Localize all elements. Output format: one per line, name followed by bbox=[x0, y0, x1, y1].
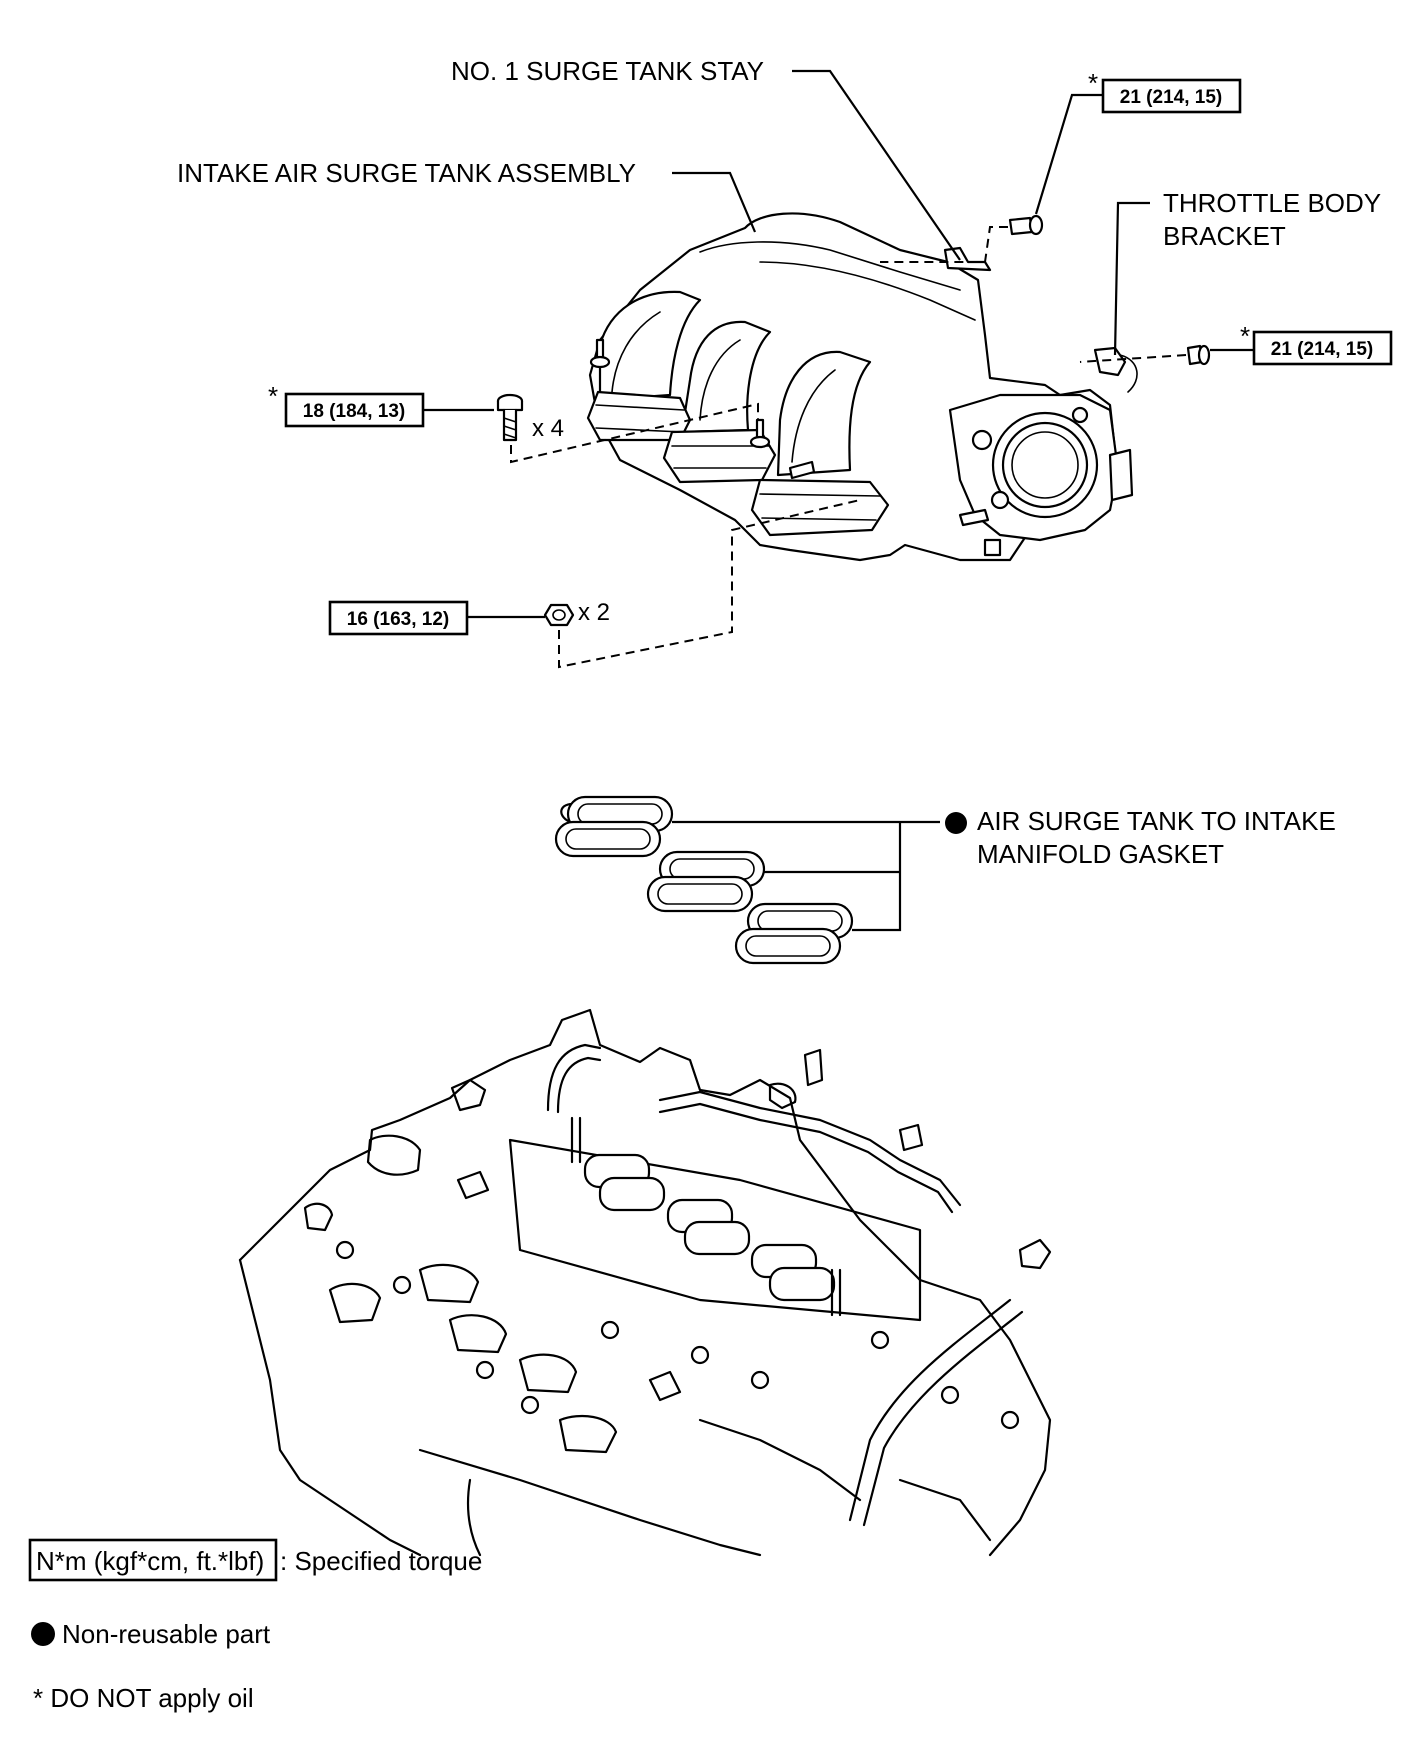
intake-surge-tank-drawing bbox=[586, 212, 1138, 562]
no-oil-legend: * DO NOT apply oil bbox=[33, 1683, 254, 1713]
gasket-non-reusable-icon bbox=[945, 812, 967, 834]
stay-bolt-torque: 21 (214, 15) bbox=[1120, 87, 1222, 108]
tank-nuts-quantity: x 2 bbox=[578, 599, 610, 626]
gasket-label-line2: MANIFOLD GASKET bbox=[977, 839, 1224, 869]
torque-unit-legend: N*m (kgf*cm, ft.*lbf) bbox=[36, 1546, 264, 1576]
tank-nuts-torque-box bbox=[328, 600, 469, 636]
bracket-bolt-torque: 21 (214, 15) bbox=[1271, 339, 1373, 360]
stay-bolt-icon bbox=[1008, 214, 1044, 236]
surge-tank-stay-label: NO. 1 SURGE TANK STAY bbox=[451, 56, 764, 86]
throttle-body-bracket-label-line1: THROTTLE BODY bbox=[1163, 188, 1381, 218]
tank-bolts-torque-box bbox=[284, 392, 425, 428]
engine-drawing bbox=[238, 1008, 1052, 1557]
non-reusable-legend-icon bbox=[31, 1622, 55, 1646]
bracket-bolt-icon bbox=[1186, 344, 1211, 366]
bracket-bolt-torque-box bbox=[1252, 330, 1393, 366]
throttle-body-bracket-label-line2: BRACKET bbox=[1163, 221, 1286, 251]
stay-bolt-torque-box bbox=[1101, 78, 1242, 114]
stay-bolt-no-oil-mark: * bbox=[1088, 68, 1098, 98]
tank-bolts-no-oil-mark: * bbox=[268, 381, 278, 411]
gasket-label-line1: AIR SURGE TANK TO INTAKE bbox=[977, 806, 1336, 836]
throttle-body-drawing bbox=[948, 393, 1134, 557]
gasket-drawing bbox=[554, 795, 854, 965]
tank-bolts-quantity: x 4 bbox=[532, 415, 564, 442]
flange-nut-icon bbox=[543, 603, 575, 627]
flange-bolt-icon bbox=[496, 393, 524, 442]
non-reusable-legend: Non-reusable part bbox=[62, 1619, 271, 1649]
tank-bolts-torque: 18 (184, 13) bbox=[303, 401, 405, 422]
bracket-bolt-no-oil-mark: * bbox=[1240, 321, 1250, 351]
torque-desc-legend: : Specified torque bbox=[280, 1546, 482, 1576]
surge-tank-assembly-label: INTAKE AIR SURGE TANK ASSEMBLY bbox=[177, 158, 636, 188]
torque-legend-box bbox=[28, 1538, 278, 1582]
tank-nuts-torque: 16 (163, 12) bbox=[347, 609, 449, 630]
